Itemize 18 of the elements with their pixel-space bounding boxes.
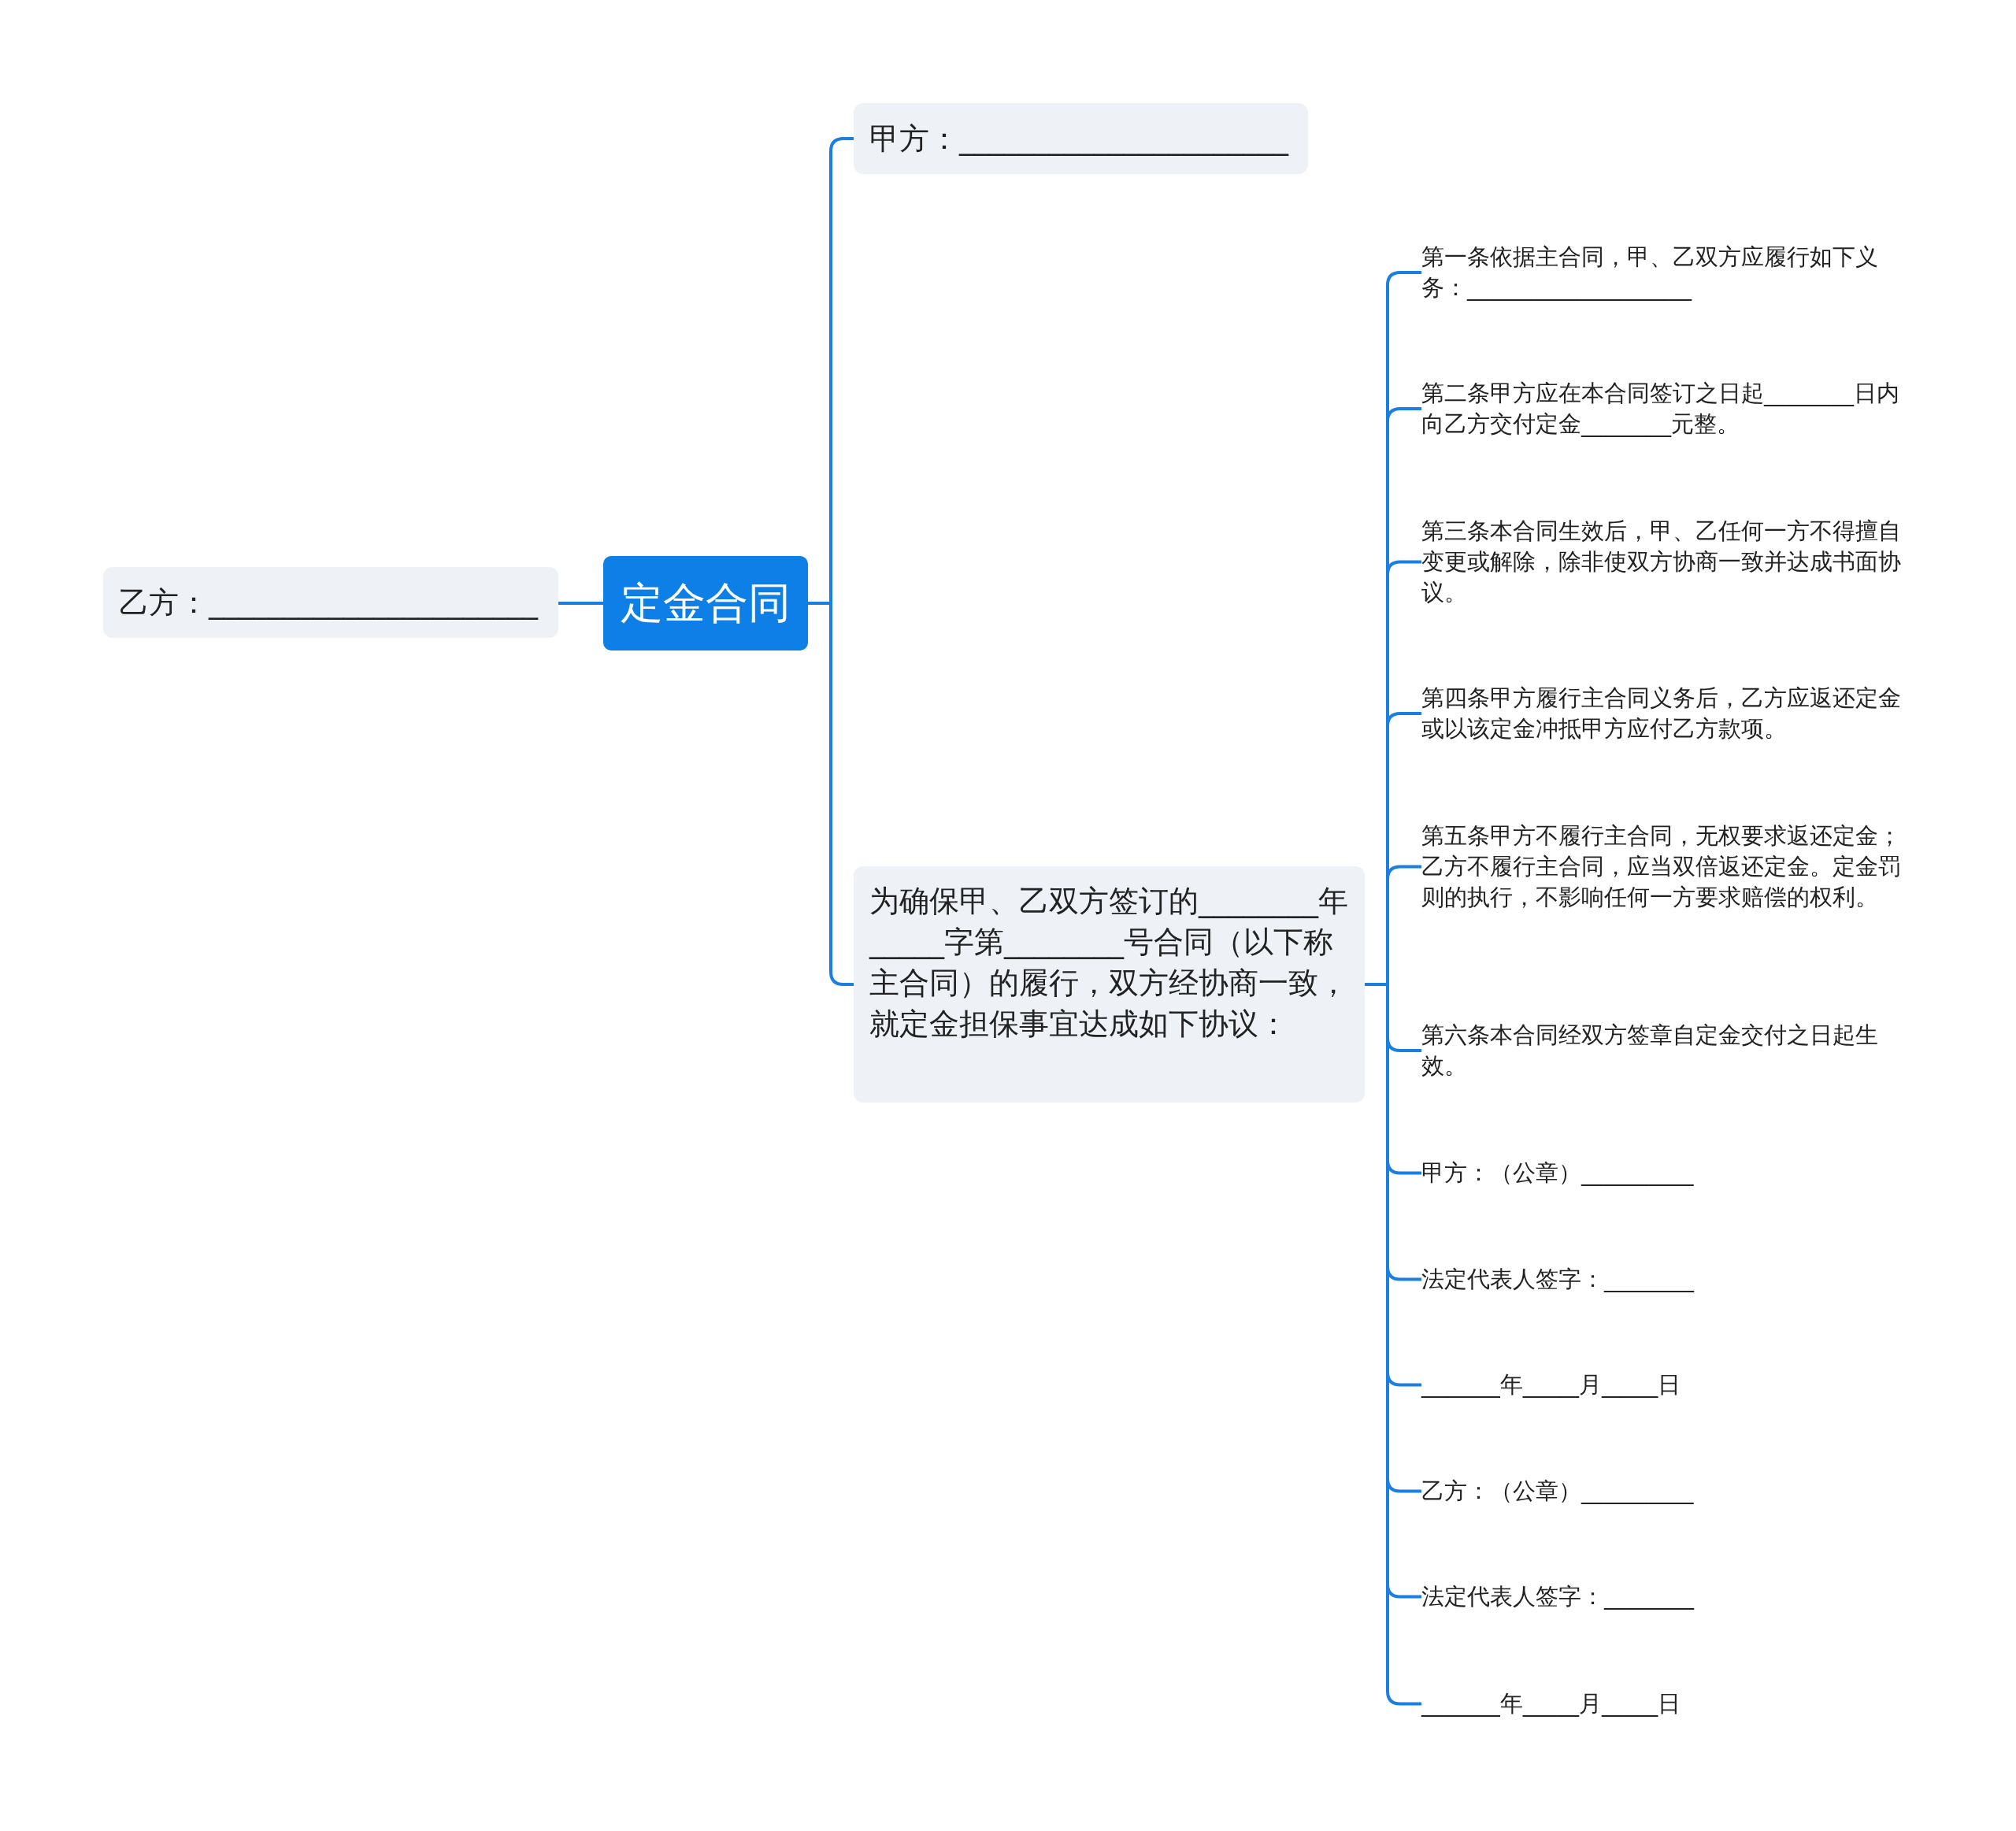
clause-text: 法定代表人签字：________ [1421,1581,1914,1612]
topic-box: 乙方：______________________ [103,567,558,638]
clause-text: 第六条本合同经双方签章自定金交付之日起生效。 [1421,1020,1914,1081]
clause-text: 第五条甲方不履行主合同，无权要求返还定金；乙方不履行主合同，应当双倍返还定金。定金罚则的执行，不影响任何一方要求赔偿的权利。 [1421,821,1914,913]
clause-text: 乙方：（公章）__________ [1421,1476,1914,1507]
clause-text: _______年_____月_____日 [1421,1688,1914,1719]
clause-text: 第四条甲方履行主合同义务后，乙方应返还定金或以该定金冲抵甲方应付乙方款项。 [1421,683,1914,744]
connector [808,602,854,986]
clause-text: 甲方：（公章）__________ [1421,1158,1914,1188]
topic-box: 甲方：______________________ [854,103,1308,174]
clause-text: 第二条甲方应在本合同签订之日起________日内向乙方交付定金________元整。 [1421,378,1914,439]
connector [558,602,603,605]
clause-text: 法定代表人签字：________ [1421,1264,1914,1295]
central-topic-box: 定金合同 [603,556,808,650]
topic-box: 为确保甲、乙双方签订的________年_____字第________号合同（以下称主合同）的履行，双方经协商一致，就定金担保事宜达成如下协议： [854,866,1365,1103]
clause-text: 第一条依据主合同，甲、乙双方应履行如下义务：____________________ [1421,242,1914,303]
clause-text: _______年_____月_____日 [1421,1370,1914,1400]
clause-text: 第三条本合同生效后，甲、乙任何一方不得擅自变更或解除，除非使双方协商一致并达成书面协议。 [1421,516,1914,608]
